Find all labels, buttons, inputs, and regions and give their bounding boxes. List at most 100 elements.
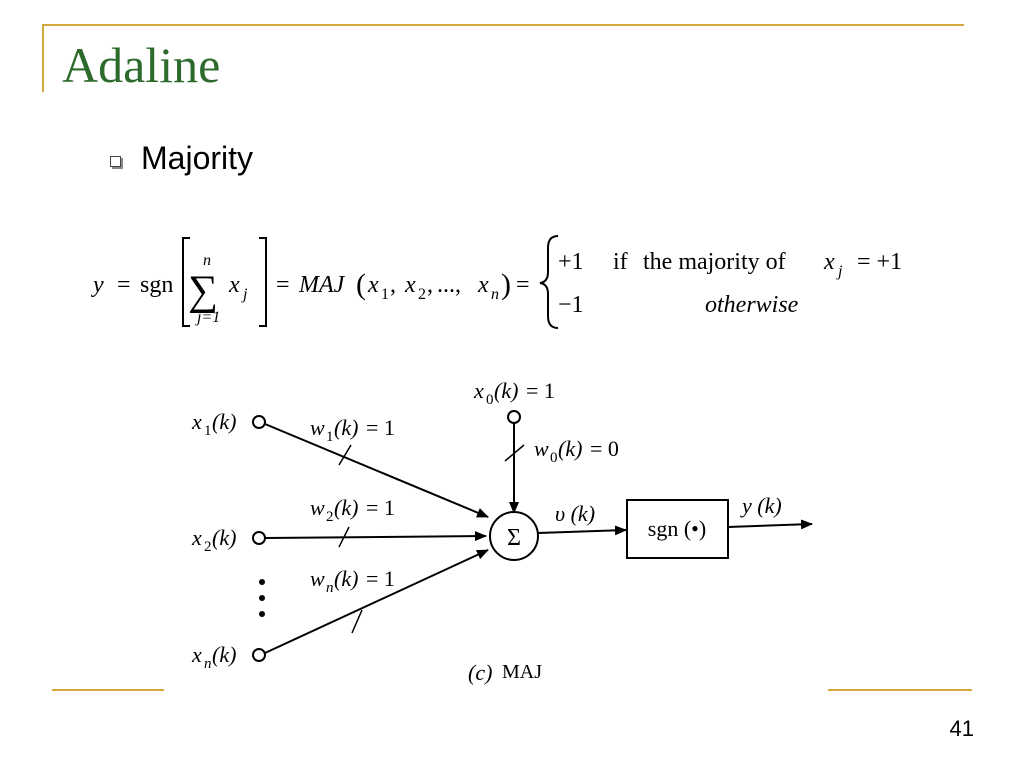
arg-x2: x [404, 272, 416, 298]
w0-value: = 0 [590, 436, 619, 461]
frame-bottom-left-line [52, 689, 164, 691]
paren-close: ) [501, 268, 511, 301]
case-condition: the majority of [643, 249, 786, 275]
w0-label: w 0 (k) = 0 [534, 436, 619, 466]
case-otherwise: otherwise [705, 292, 799, 318]
w0-tick [504, 444, 525, 462]
summer-to-sgn-arrow [537, 525, 627, 536]
w2-tick [338, 526, 350, 548]
w0-sub: 0 [550, 450, 558, 466]
ellipsis-dot-1 [259, 579, 265, 585]
w2-arg: (k) [334, 495, 358, 520]
ellipsis-dot-2 [259, 595, 265, 601]
wn-sub: n [326, 580, 334, 596]
caption-letter: (c) [468, 660, 492, 685]
case-xj-sub: j [836, 263, 843, 280]
x2-sub: 2 [204, 539, 212, 555]
frame-left-line [42, 24, 44, 92]
arg-comma-1: , [390, 272, 396, 298]
left-bracket [182, 237, 190, 327]
sum-upper: n [203, 252, 211, 269]
x0-terminal [507, 410, 521, 424]
case-xj: x [823, 249, 835, 275]
majority-formula: y = sgn n ∑ j=1 x j = MAJ ( x 1 , x 2 , … [91, 235, 902, 329]
formula-xj: x [228, 272, 240, 298]
xn-terminal [252, 648, 266, 662]
formula-sgn: sgn [140, 272, 173, 298]
x1-to-summer-arrow [264, 423, 489, 518]
bullet-text: Majority [141, 140, 254, 176]
frame-bottom-right-line [828, 689, 972, 691]
y-label: y (k) [740, 493, 782, 518]
w2-value: = 1 [366, 495, 395, 520]
wn-label: w n (k) = 1 [310, 566, 395, 596]
slide-title: Adaline [62, 37, 221, 93]
maj-adaline-diagram: x 1 (k) w 1 (k) = 1 x 2 (k) w 2 (k) = 1 … [191, 378, 813, 685]
case-if: if [613, 249, 628, 275]
formula-equals-2: = [276, 272, 290, 298]
w2-label: w 2 (k) = 1 [310, 495, 395, 525]
formula-xj-sub: j [241, 286, 248, 303]
w1-sub: 1 [326, 429, 334, 445]
square-bullet-icon [110, 156, 121, 167]
w1-w: w [310, 415, 325, 440]
x1-terminal [252, 415, 266, 429]
xn-sub: n [204, 656, 212, 672]
xn-arg: (k) [212, 642, 236, 667]
arg-xn-sub: n [491, 286, 499, 303]
wn-w: w [310, 566, 325, 591]
w2-w: w [310, 495, 325, 520]
x2-arg: (k) [212, 525, 236, 550]
arg-comma-2: , [427, 272, 433, 298]
input-x1: x 1 (k) [191, 409, 266, 439]
cases-brace [539, 235, 559, 329]
formula-maj: MAJ [298, 272, 346, 298]
formula-equals-3: = [516, 272, 530, 298]
right-bracket [259, 237, 267, 327]
sum-lower: j=1 [195, 309, 220, 326]
caption-text: MAJ [502, 661, 542, 683]
arg-x1-sub: 1 [381, 286, 389, 303]
paren-open: ( [356, 268, 366, 301]
w0-w: w [534, 436, 549, 461]
formula-equals-1: = [117, 272, 131, 298]
w2-sub: 2 [326, 509, 334, 525]
x2-to-summer-arrow [264, 531, 487, 542]
sgn-block [626, 499, 729, 559]
sigma-symbol: ∑ [188, 268, 218, 314]
arg-xn: x [477, 272, 489, 298]
arg-ellipsis: ..., [437, 272, 461, 298]
w1-value: = 1 [366, 415, 395, 440]
output-arrow [727, 519, 813, 530]
case-minus-one: −1 [558, 292, 584, 318]
w0-arg: (k) [558, 436, 582, 461]
formula-y: y [91, 272, 104, 298]
x0-arg: (k) [494, 378, 518, 403]
x0-sub: 0 [486, 392, 494, 408]
wn-arg: (k) [334, 566, 358, 591]
page-number: 41 [949, 716, 974, 741]
x1-sub: 1 [204, 423, 212, 439]
w1-arg: (k) [334, 415, 358, 440]
x2-label: x [191, 525, 202, 550]
bullet-item: Majority [110, 140, 253, 177]
v-label: υ (k) [555, 501, 595, 526]
xn-to-summer-arrow [264, 549, 489, 654]
input-x2: x 2 (k) [191, 525, 266, 555]
summer-node [489, 511, 539, 561]
w1-tick [338, 444, 352, 466]
sgn-label: sgn (•) [648, 516, 706, 541]
w1-label: w 1 (k) = 1 [310, 415, 395, 445]
input-x0: x 0 (k) = 1 [473, 378, 555, 424]
case-plus-one: +1 [558, 249, 584, 275]
wn-value: = 1 [366, 566, 395, 591]
frame-top-line [42, 24, 964, 26]
arg-x1: x [367, 272, 379, 298]
x1-arg: (k) [212, 409, 236, 434]
arg-x2-sub: 2 [418, 286, 426, 303]
x0-value: = 1 [526, 378, 555, 403]
input-xn: x n (k) [191, 642, 266, 672]
xn-label: x [191, 642, 202, 667]
x2-terminal [252, 531, 266, 545]
wn-tick [351, 609, 363, 634]
